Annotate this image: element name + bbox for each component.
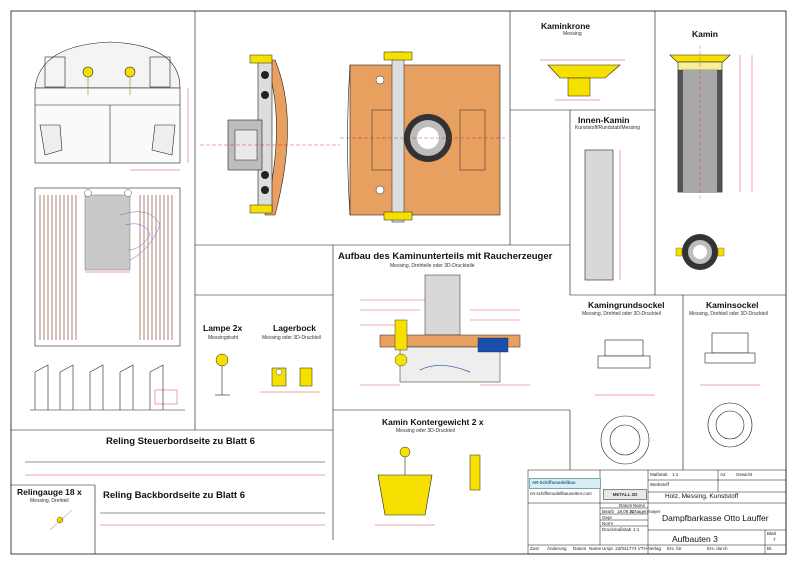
kaminsockel-material: Messing, Drehteil oder 3D-Druckteil [689, 311, 768, 317]
cell-name: Name [589, 546, 602, 551]
kamingrundsockel-drawing [595, 339, 655, 465]
name-label: Name [633, 503, 646, 508]
kaminsockel-title: Kaminsockel [706, 300, 759, 310]
sheet-border [10, 10, 787, 555]
cell-datum: Datum [573, 546, 587, 551]
cell-ers-fuer: Ers. für [667, 546, 682, 551]
lampe-material: Messingdraht [208, 335, 239, 341]
cell-aenderung: Änderung [547, 546, 567, 551]
date-label: Datum [619, 503, 633, 508]
reling-backbord-title: Reling Backbordseite zu Blatt 6 [103, 490, 246, 501]
elevation-dimensions [130, 88, 189, 171]
scale-value: 1:1 [672, 472, 679, 477]
chimney-hinge-side-view [200, 54, 340, 216]
material-label: Werkstoff [650, 482, 669, 487]
kamingrundsockel-material: Messing, Drehteil oder 3D-Druckteil [582, 311, 661, 317]
innen-kamin-material: Kunststoff/Rundstab/Messing [575, 125, 640, 131]
kamin-drawing [669, 45, 753, 270]
cell-ursprung: Urspr. 22/041774 VTH-Verlag [602, 546, 662, 551]
innen-kamin-title: Innen-Kamin [578, 115, 630, 125]
reling-steuerbord-drawing [25, 461, 325, 476]
aufbau-title: Aufbau des Kaminunterteils mit Raucherze… [338, 251, 553, 262]
cell-ers-durch: Ers. durch [707, 546, 728, 551]
lagerbock-title: Lagerbock [273, 323, 316, 333]
row-label-norm: Norm [602, 521, 613, 526]
boat-elevation-view [34, 41, 181, 164]
relingauge-material: Messing, Drehteil [30, 498, 69, 504]
project-title: Dampfbarkasse Otto Lauffer [662, 513, 769, 523]
lampe-title: Lampe 2x [203, 323, 243, 333]
reling-backbord-drawing [100, 512, 325, 526]
boat-plan-view [34, 187, 181, 347]
kamingrundsockel-title: Kamingrundsockel [588, 300, 665, 310]
kaminkrone-material: Messing [563, 31, 582, 37]
row-label-gepr: Gepr [602, 515, 613, 520]
cell-zust: Zust [530, 546, 539, 551]
relingauge-title: Relingauge 18 x [17, 487, 82, 497]
sheet-label: Blatt [767, 531, 777, 536]
kaminsockel-drawing [700, 332, 760, 448]
cad-logo-text: METALL 2D [612, 492, 638, 497]
aufbau-section-drawing [360, 274, 530, 386]
weight-label: Gewicht [736, 472, 753, 477]
format-value: A2 [720, 472, 726, 477]
material-value: Holz, Messing, Kunststoff [665, 493, 739, 500]
row-label-bearb: Bearb [602, 509, 615, 514]
website-link[interactable]: nn-schiffsmodellbauseite4.com [530, 491, 592, 496]
kaminkrone-drawing [540, 59, 625, 101]
deck-plan-view [340, 51, 505, 223]
sheet-number: 7 [773, 537, 776, 542]
relingauge-drawing [49, 509, 73, 531]
kaminkrone-title: Kaminkrone [541, 21, 591, 31]
company-logo: AR-Schiffsmodellbau [529, 478, 601, 489]
aufbau-material: Messing, Drehteile oder 3D-Druckteile [390, 263, 475, 269]
reling-steuerbord-title: Reling Steuerbordseite zu Blatt 6 [106, 436, 255, 447]
date-value: 19.09.23 [617, 509, 635, 514]
kontergewicht-material: Messing oder 3D-Druckteil [396, 428, 455, 434]
lampe-drawing [215, 353, 230, 396]
stanchion-profiles [30, 364, 185, 411]
kontergewicht-title: Kamin Kontergewicht 2 x [382, 417, 484, 427]
innen-kamin-drawing [584, 149, 621, 281]
print-scale-label: Druckmaßstab [602, 527, 632, 532]
bl-label: Bl. [767, 546, 773, 551]
name-value: N.Nagenmayer [630, 509, 661, 514]
scale-label: Maßstab [650, 472, 668, 477]
logo-text: AR-Schiffsmodellbau [532, 480, 576, 485]
sheet-name: Aufbauten 3 [672, 534, 718, 544]
lagerbock-drawing [260, 367, 320, 393]
panel-dividers [11, 11, 786, 554]
kontergewicht-drawing [375, 446, 481, 526]
print-scale-value: 1:1 [633, 527, 640, 532]
cad-logo: METALL 2D [603, 489, 647, 500]
kamin-title: Kamin [692, 29, 718, 39]
lagerbock-material: Messing oder 3D-Druckteil [262, 335, 321, 341]
title-block [527, 469, 787, 555]
